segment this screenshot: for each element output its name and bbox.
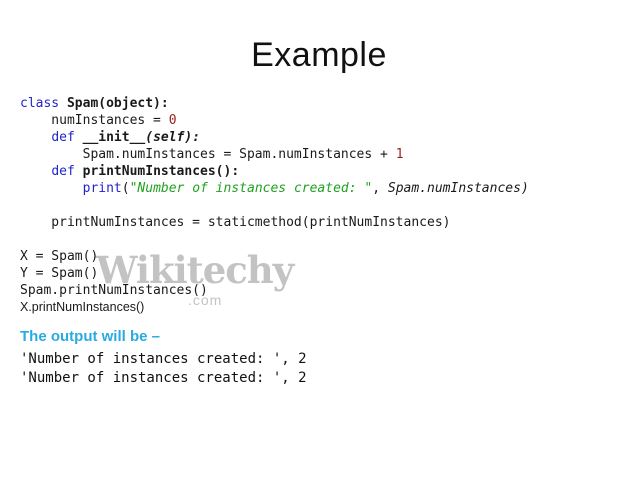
code-segment: Spam.printNumInstances(): [20, 283, 208, 298]
code-segment: numInstances =: [20, 113, 169, 128]
code-line: printNumInstances = staticmethod(printNu…: [20, 214, 529, 231]
code-line: class Spam(object):: [20, 95, 529, 112]
code-segment: (: [121, 181, 130, 196]
output-heading: The output will be –: [20, 328, 160, 345]
code-line: Spam.printNumInstances(): [20, 282, 529, 299]
code-segment: __init__: [82, 130, 146, 145]
code-segment: "Number of instances created: ": [129, 181, 373, 196]
code-line: def printNumInstances():: [20, 163, 529, 180]
code-segment: X.printNumInstances(): [20, 300, 145, 314]
code-segment: Spam.numInstances): [387, 181, 529, 196]
code-segment: ,: [372, 181, 388, 196]
watermark-name: Wikitechy: [96, 248, 294, 292]
slide-title: Example: [251, 36, 387, 74]
code-segment: 0: [168, 113, 177, 128]
output-lines: 'Number of instances created: ', 2 'Numbe…: [20, 350, 307, 388]
code-line: Spam.numInstances = Spam.numInstances + …: [20, 146, 529, 163]
output-line: 'Number of instances created: ', 2: [20, 370, 307, 386]
code-segment: printNumInstances():: [82, 164, 240, 179]
code-segment: [20, 164, 51, 179]
output-line: 'Number of instances created: ', 2: [20, 351, 307, 367]
watermark-domain: .com: [188, 292, 223, 308]
code-line: X = Spam(): [20, 248, 529, 265]
code-line: [20, 197, 529, 214]
code-line: [20, 231, 529, 248]
code-segment: class: [20, 96, 67, 111]
code-segment: [20, 181, 83, 196]
code-segment: Y = Spam(): [20, 266, 99, 281]
code-segment: Spam.numInstances = Spam.numInstances +: [20, 147, 396, 162]
code-line: print("Number of instances created: ", S…: [20, 180, 529, 197]
code-segment: def: [51, 164, 83, 179]
code-line: X.printNumInstances(): [20, 299, 529, 316]
code-segment: printNumInstances = staticmethod(printNu…: [20, 215, 451, 230]
code-segment: def: [51, 130, 83, 145]
code-segment: Spam(object):: [66, 96, 169, 111]
code-segment: (self):: [145, 130, 201, 145]
output-block: The output will be – 'Number of instance…: [20, 328, 307, 388]
code-line: def __init__(self):: [20, 129, 529, 146]
code-block: class Spam(object): numInstances = 0 def…: [20, 95, 529, 316]
code-segment: 1: [395, 147, 404, 162]
code-line: numInstances = 0: [20, 112, 529, 129]
code-segment: [20, 130, 51, 145]
code-segment: X = Spam(): [20, 249, 99, 264]
code-line: Y = Spam(): [20, 265, 529, 282]
code-segment: print: [82, 181, 122, 196]
watermark: Wikitechy .com: [96, 248, 294, 308]
